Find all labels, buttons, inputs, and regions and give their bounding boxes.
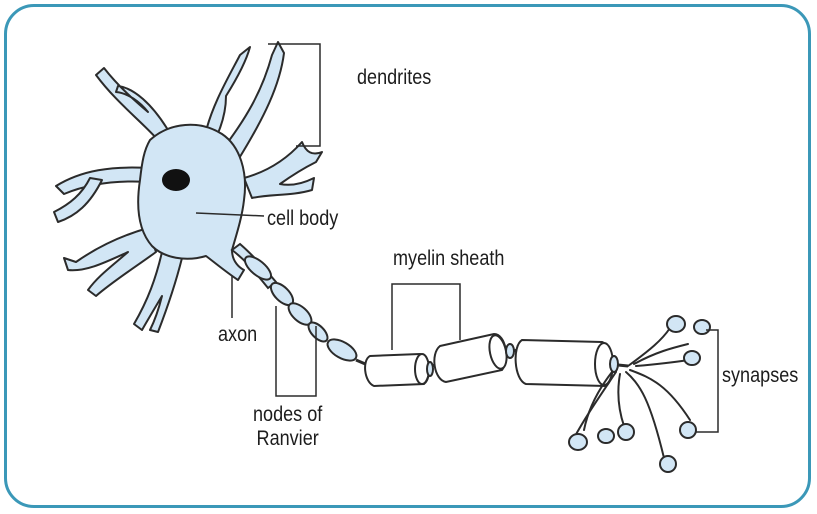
nodes-of-ranvier-label: nodes of Ranvier (253, 403, 322, 451)
myelin-sheath-label: myelin sheath (393, 247, 504, 271)
synapses-label: synapses (722, 364, 798, 388)
myelin-sheath (365, 334, 618, 386)
nodes-of-ranvier-line2: Ranvier (253, 427, 322, 451)
cell-body-label: cell body (267, 207, 338, 231)
dendrites-label: dendrites (357, 66, 431, 90)
synapse-knobs (569, 316, 710, 472)
nucleus (162, 169, 190, 191)
nodes-of-ranvier-line1: nodes of (253, 403, 322, 427)
axon-label: axon (218, 323, 257, 347)
cell-body (138, 125, 245, 280)
